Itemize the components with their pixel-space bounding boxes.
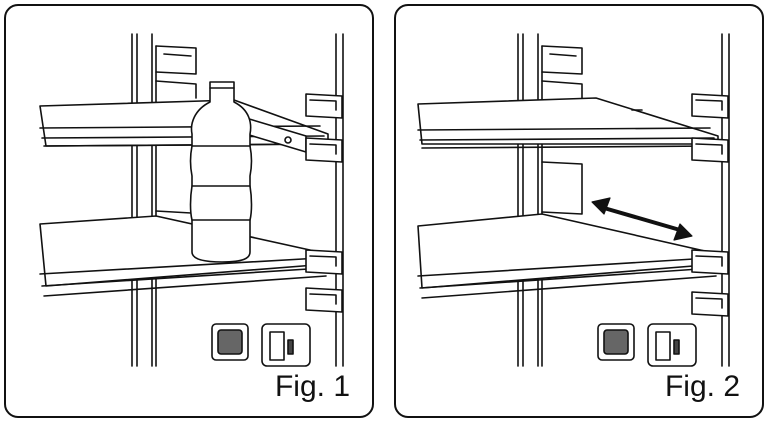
shelf-support-upper bbox=[305, 93, 343, 163]
shelf-support-upper bbox=[691, 93, 729, 163]
lower-shelf bbox=[39, 210, 329, 297]
shelf-support-lower bbox=[305, 249, 343, 313]
figure-1-panel: Fig. 1 bbox=[4, 4, 374, 418]
figure-2-drawing bbox=[417, 33, 730, 367]
figure-2-panel: Fig. 2 bbox=[394, 4, 764, 418]
upper-shelf bbox=[417, 97, 719, 149]
double-arrow-icon bbox=[591, 197, 693, 241]
figure-1-caption: Fig. 1 bbox=[274, 370, 350, 403]
control-panel bbox=[597, 323, 697, 367]
figure-2-caption: Fig. 2 bbox=[664, 370, 740, 403]
shelf-support-lower bbox=[691, 249, 729, 317]
lower-shelf bbox=[417, 213, 719, 299]
cabinet-frame bbox=[131, 33, 344, 367]
upper-shelf bbox=[39, 99, 329, 153]
figure-1-drawing bbox=[39, 33, 344, 367]
control-panel bbox=[211, 323, 311, 367]
cabinet-frame bbox=[517, 33, 730, 367]
bottle-icon bbox=[189, 81, 253, 263]
